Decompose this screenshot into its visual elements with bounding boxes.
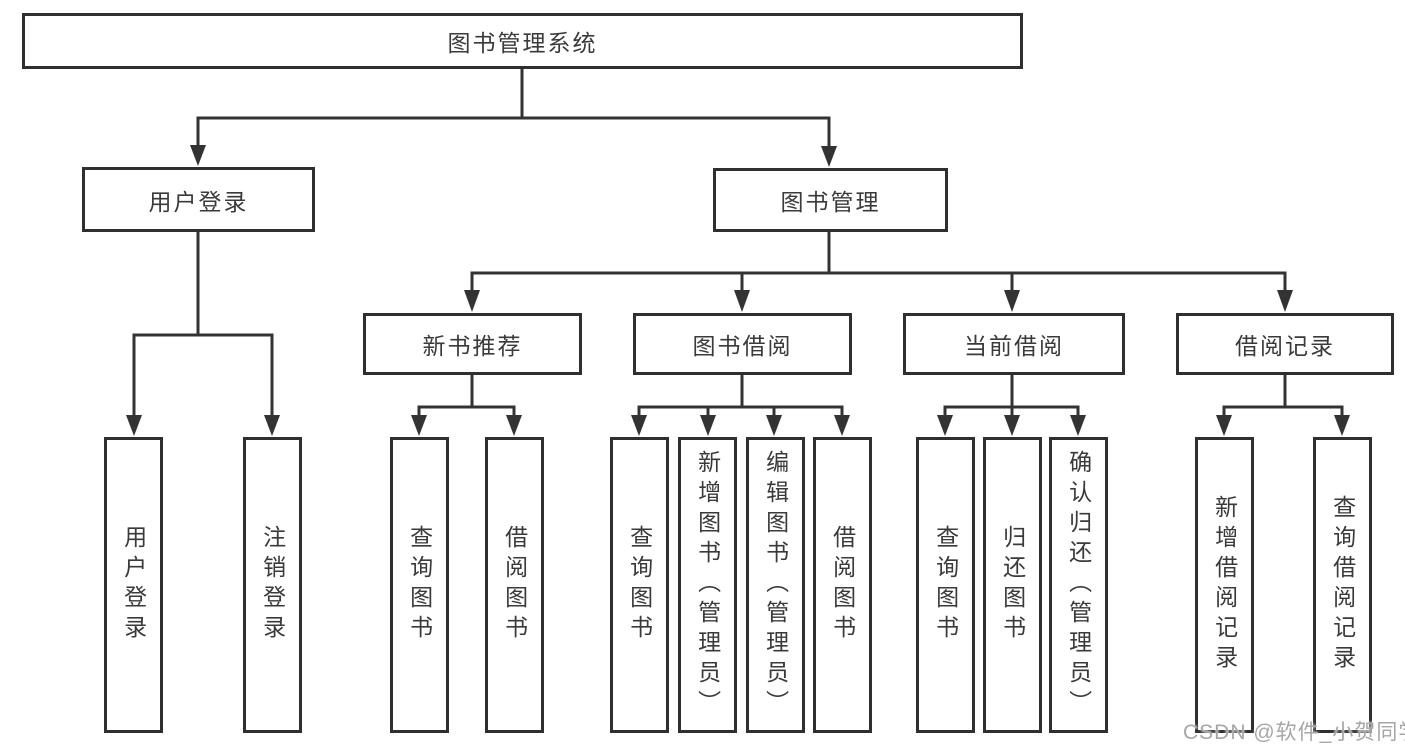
leaf-borrow-books: 借阅图书 (813, 437, 872, 733)
arrowhead-icon (700, 415, 716, 436)
arrowhead-icon (834, 415, 850, 436)
node-book-management: 图书管理 (713, 168, 948, 232)
node-borrowing-records: 借阅记录 (1176, 313, 1394, 375)
leaf-confirm-return-admin: 确认归还（管理员） (1049, 437, 1108, 733)
leaf-borrow-books-recommend: 借阅图书 (485, 437, 544, 733)
arrowhead-icon (1004, 415, 1020, 436)
arrowhead-icon (1216, 415, 1232, 436)
arrowhead-icon (631, 415, 647, 436)
node-book-borrowing: 图书借阅 (633, 313, 852, 375)
connector-current-borrowing-to-leaves (943, 375, 1080, 419)
node-library-management-system: 图书管理系统 (22, 13, 1023, 69)
watermark-csdn: CSDN @软件_小贺同学 (1183, 721, 1405, 744)
arrowhead-icon (937, 415, 953, 436)
connector-borrowing-records-to-leaves (1222, 375, 1344, 419)
node-current-borrowing: 当前借阅 (903, 313, 1125, 375)
node-new-book-recommendation: 新书推荐 (363, 313, 582, 375)
arrowhead-icon (190, 145, 206, 166)
arrowhead-icon (821, 146, 837, 167)
arrowhead-icon (1070, 415, 1086, 436)
arrowhead-icon (766, 415, 782, 436)
connector-book-borrowing-to-leaves (637, 375, 844, 419)
arrowhead-icon (734, 290, 750, 312)
arrowhead-icon (1277, 290, 1293, 312)
arrowhead-icon (1004, 290, 1020, 312)
node-user-login: 用户登录 (82, 167, 315, 232)
arrowhead-icon (264, 415, 280, 436)
arrowhead-icon (464, 290, 480, 312)
arrowhead-icon (126, 415, 142, 436)
arrowhead-icon (1334, 415, 1350, 436)
connector-book-management-to-level3 (470, 232, 1287, 294)
arrowhead-icon (506, 415, 522, 436)
leaf-query-books-recommend: 查询图书 (390, 437, 449, 733)
leaf-logout: 注销登录 (243, 437, 302, 733)
connector-root-to-level2 (196, 69, 831, 149)
leaf-query-borrow-record: 查询借阅记录 (1313, 437, 1372, 733)
connector-user-login-to-leaves (132, 232, 274, 419)
leaf-add-books-admin: 新增图书（管理员） (678, 437, 737, 733)
leaf-add-borrow-record: 新增借阅记录 (1195, 437, 1254, 733)
leaf-query-books-current: 查询图书 (916, 437, 975, 733)
leaf-user-login: 用户登录 (104, 437, 163, 733)
arrowhead-icon (411, 415, 427, 436)
connector-new-book-to-leaves (417, 375, 516, 419)
leaf-return-books: 归还图书 (983, 437, 1042, 733)
leaf-query-books-borrowing: 查询图书 (610, 437, 669, 733)
leaf-edit-books-admin: 编辑图书（管理员） (746, 437, 805, 733)
